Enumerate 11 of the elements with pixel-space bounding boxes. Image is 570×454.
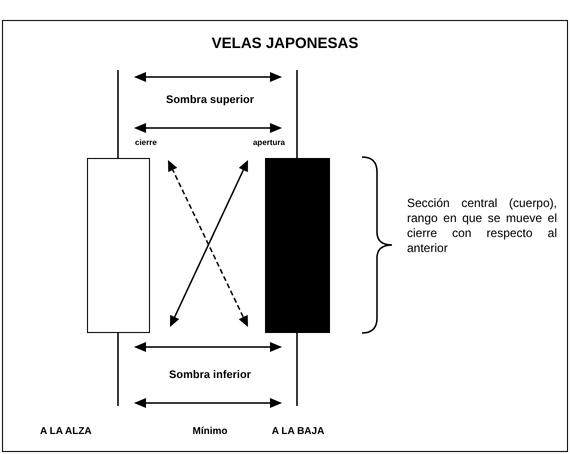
label: Mínimo <box>192 425 228 439</box>
candle-body <box>87 158 150 333</box>
candle-body <box>265 158 330 333</box>
title: VELAS JAPONESAS <box>210 34 360 54</box>
label: cierre <box>135 137 158 149</box>
label: apertura <box>252 137 285 149</box>
annotation-text: Sección central (cuerpo), rango en que se mueve el cierre con respecto al anterior <box>407 196 557 256</box>
label: Sombra superior <box>164 93 256 108</box>
label: A LA BAJA <box>270 425 326 439</box>
label: A LA ALZA <box>40 425 93 439</box>
label: Sombra inferior <box>168 368 252 383</box>
